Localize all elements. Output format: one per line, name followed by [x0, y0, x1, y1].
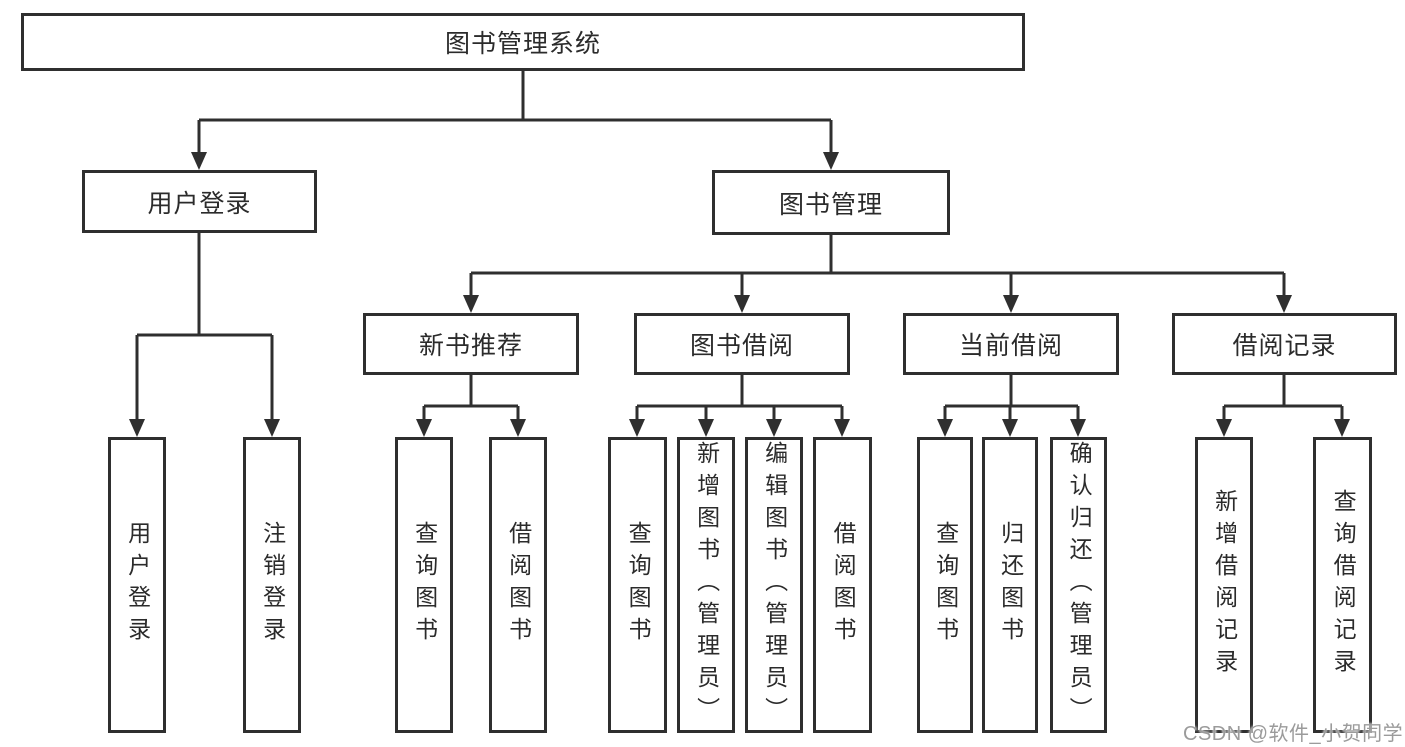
- watermark: CSDN @软件_小贺同学: [1183, 723, 1404, 745]
- node-root-label: 图书管理系统: [444, 30, 601, 58]
- leaf-logout-login: 注销登录: [243, 437, 301, 733]
- leaf-confirm-return-admin: 确认归还（管理员）: [1050, 437, 1107, 733]
- leaf-query-books-current: 查询图书: [917, 437, 973, 733]
- leaf-add-book-admin-label: 新增图书（管理员）: [693, 441, 720, 729]
- leaf-query-borrow-record: 查询借阅记录: [1313, 437, 1372, 733]
- node-current-borrow-label: 当前借阅: [958, 332, 1063, 360]
- leaf-add-book-admin: 新增图书（管理员）: [677, 437, 735, 733]
- leaf-borrow-books-borrow-label: 借阅图书: [830, 521, 857, 649]
- leaf-borrow-books-borrow: 借阅图书: [813, 437, 872, 733]
- leaf-return-book-label: 归还图书: [997, 521, 1024, 649]
- node-book-borrow: 图书借阅: [634, 313, 850, 375]
- leaf-borrow-books-newrec: 借阅图书: [489, 437, 547, 733]
- node-user-login: 用户登录: [82, 170, 317, 233]
- node-borrow-records-label: 借阅记录: [1232, 332, 1337, 360]
- leaf-edit-book-admin: 编辑图书（管理员）: [745, 437, 803, 733]
- leaf-borrow-books-newrec-label: 借阅图书: [505, 521, 532, 649]
- node-new-book-recommend: 新书推荐: [363, 313, 579, 375]
- leaf-confirm-return-admin-label: 确认归还（管理员）: [1066, 441, 1093, 729]
- leaf-add-borrow-record: 新增借阅记录: [1195, 437, 1253, 733]
- node-book-management: 图书管理: [712, 170, 950, 235]
- leaf-user-login: 用户登录: [108, 437, 166, 733]
- node-current-borrow: 当前借阅: [903, 313, 1119, 375]
- node-book-borrow-label: 图书借阅: [689, 332, 794, 360]
- node-root: 图书管理系统: [21, 13, 1025, 71]
- leaf-logout-login-label: 注销登录: [259, 521, 286, 649]
- leaf-query-books-newrec: 查询图书: [395, 437, 453, 733]
- node-book-management-label: 图书管理: [778, 190, 883, 219]
- leaf-user-login-label: 用户登录: [124, 521, 151, 649]
- leaf-query-books-borrow: 查询图书: [608, 437, 667, 733]
- node-new-book-recommend-label: 新书推荐: [418, 332, 523, 360]
- node-user-login-label: 用户登录: [147, 189, 252, 218]
- leaf-edit-book-admin-label: 编辑图书（管理员）: [761, 441, 788, 729]
- leaf-return-book: 归还图书: [982, 437, 1038, 733]
- leaf-query-books-borrow-label: 查询图书: [625, 521, 652, 649]
- leaf-query-borrow-record-label: 查询借阅记录: [1330, 489, 1357, 681]
- leaf-query-books-current-label: 查询图书: [932, 521, 959, 649]
- leaf-add-borrow-record-label: 新增借阅记录: [1211, 489, 1238, 681]
- node-borrow-records: 借阅记录: [1172, 313, 1397, 375]
- leaf-query-books-newrec-label: 查询图书: [411, 521, 438, 649]
